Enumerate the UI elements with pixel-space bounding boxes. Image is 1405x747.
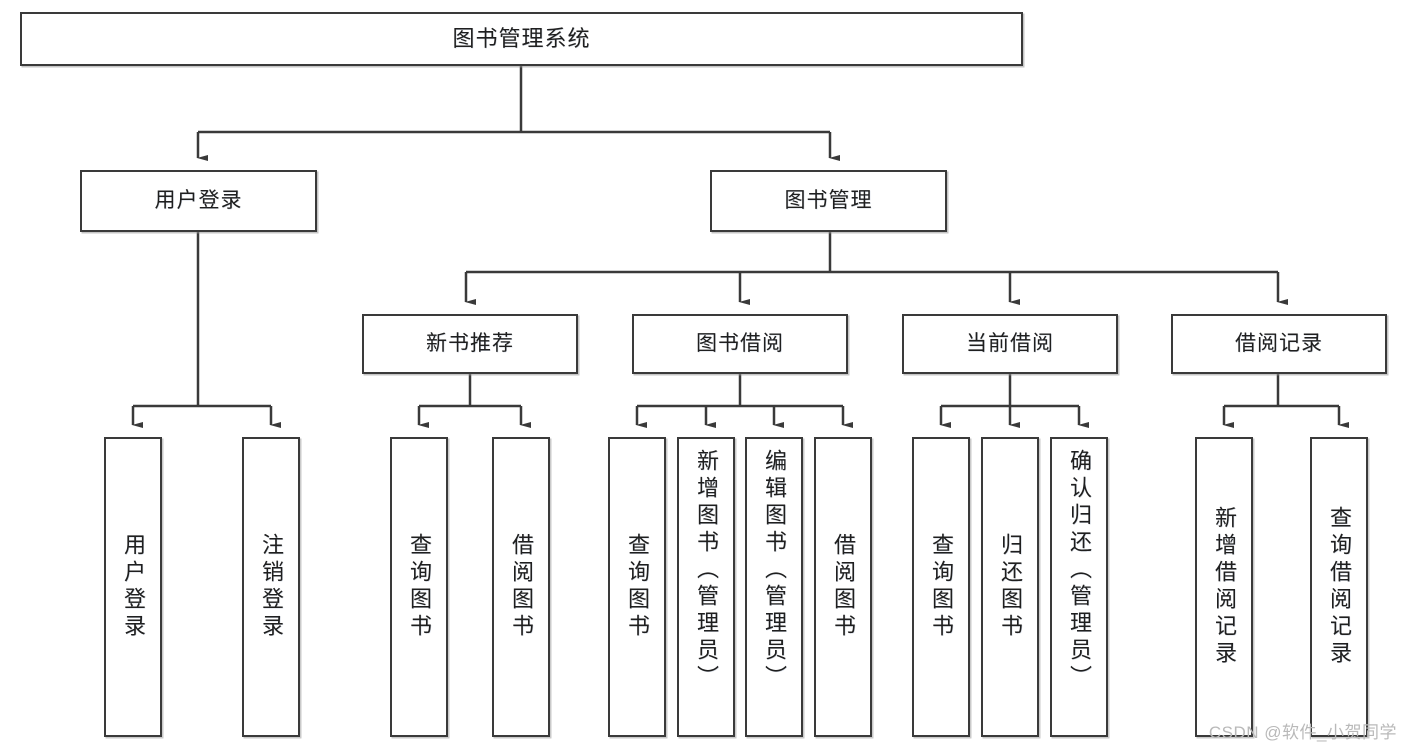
node-label: 新增借阅记录: [1212, 506, 1237, 668]
node-leaf-add-book-admin[interactable]: 新增图书（管理员）: [677, 437, 735, 737]
node-leaf-borrow-book-recommend[interactable]: 借阅图书: [492, 437, 550, 737]
node-current-borrow[interactable]: 当前借阅: [902, 314, 1118, 374]
node-label: 归还图书: [998, 533, 1023, 641]
node-label: 图书管理: [784, 188, 873, 212]
node-new-book-recommend[interactable]: 新书推荐: [362, 314, 578, 374]
watermark-text: CSDN @软件_小贺同学: [1208, 723, 1397, 742]
node-leaf-return-book[interactable]: 归还图书: [981, 437, 1039, 737]
node-label: 查询图书: [625, 533, 650, 641]
node-book-management[interactable]: 图书管理: [710, 170, 947, 232]
node-leaf-confirm-return-admin[interactable]: 确认归还（管理员）: [1050, 437, 1108, 737]
node-leaf-edit-book-admin[interactable]: 编辑图书（管理员）: [745, 437, 803, 737]
node-leaf-logout[interactable]: 注销登录: [242, 437, 300, 737]
node-leaf-query-book-current[interactable]: 查询图书: [912, 437, 970, 737]
node-leaf-borrow-book[interactable]: 借阅图书: [814, 437, 872, 737]
node-root-system[interactable]: 图书管理系统: [20, 12, 1023, 66]
node-leaf-query-book-recommend[interactable]: 查询图书: [390, 437, 448, 737]
node-leaf-user-login[interactable]: 用户登录: [104, 437, 162, 737]
node-leaf-query-borrow-record[interactable]: 查询借阅记录: [1310, 437, 1368, 737]
node-leaf-add-borrow-record[interactable]: 新增借阅记录: [1195, 437, 1253, 737]
node-label: 当前借阅: [966, 331, 1054, 355]
node-label: 注销登录: [259, 533, 284, 641]
node-label: 查询借阅记录: [1327, 506, 1352, 668]
node-label: 新书推荐: [426, 331, 514, 355]
node-label: 确认归还（管理员）: [1067, 449, 1092, 692]
node-borrow-record[interactable]: 借阅记录: [1171, 314, 1387, 374]
node-label: 查询图书: [407, 533, 432, 641]
node-book-borrow[interactable]: 图书借阅: [632, 314, 848, 374]
node-label: 借阅图书: [509, 533, 534, 641]
node-label: 借阅图书: [831, 533, 856, 641]
node-user-login[interactable]: 用户登录: [80, 170, 317, 232]
node-label: 查询图书: [929, 533, 954, 641]
node-label: 编辑图书（管理员）: [762, 449, 787, 692]
node-label: 用户登录: [154, 188, 243, 212]
node-label: 图书管理系统: [452, 26, 591, 52]
node-label: 用户登录: [121, 533, 146, 641]
node-leaf-query-book-borrow[interactable]: 查询图书: [608, 437, 666, 737]
node-label: 新增图书（管理员）: [694, 449, 719, 692]
node-label: 借阅记录: [1235, 331, 1323, 355]
node-label: 图书借阅: [696, 331, 784, 355]
